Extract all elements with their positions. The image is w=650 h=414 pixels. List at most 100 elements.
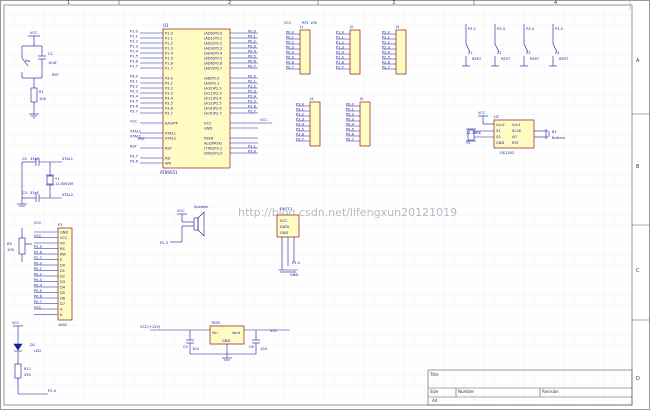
crystal-y-ref: Y1 bbox=[55, 177, 59, 181]
mcu-right-net-label: P0.7 bbox=[248, 65, 256, 69]
mcu-vcc-net: VCC bbox=[260, 118, 268, 122]
zone-row-a: A bbox=[636, 58, 640, 64]
crystal-cap-value-bottom: 33pF bbox=[30, 191, 39, 195]
header-net-label: P2.3 bbox=[382, 46, 390, 50]
reset-circuit bbox=[21, 35, 46, 119]
dht11-ref: DHT11 bbox=[280, 207, 292, 211]
mcu-left-net-label: P3.6 bbox=[130, 160, 139, 164]
lcd-1602: P1 VCC R5 10K 1602 GNDVCCVCCV0RSP2.5RWP2… bbox=[7, 221, 73, 327]
header-vcc-label: VCC bbox=[284, 21, 292, 25]
key-net-label: P3.5 bbox=[555, 27, 563, 31]
mcu-left-net-label: P1.5 bbox=[130, 55, 138, 59]
header-net-label: P0.1 bbox=[286, 36, 294, 40]
key-contact bbox=[523, 43, 529, 53]
led-label: LED bbox=[34, 349, 41, 353]
header-net-label: P0.5 bbox=[346, 128, 354, 132]
lcd-pin-label: A bbox=[60, 307, 63, 311]
rtc-crystal-value: 32.768K bbox=[466, 131, 482, 135]
mcu-right-pin-label: VCC bbox=[204, 121, 212, 125]
led-res-value: 330 bbox=[24, 373, 32, 377]
mcu-left-pin-label: P1.7 bbox=[165, 66, 173, 70]
lcd-pin-label: RS bbox=[60, 247, 65, 251]
mcu-left-pins: P1.0P1.0P1.1P1.1P1.2P1.2P1.3P1.3P1.4P1.4… bbox=[130, 30, 179, 166]
header-net-label: P2.5 bbox=[382, 56, 390, 60]
zone-col-1: 1 bbox=[67, 0, 70, 6]
dht11-pin-vcc: VCC bbox=[280, 219, 288, 223]
rtc-battery-ref: B1 bbox=[552, 130, 557, 134]
mcu-right-pin-label: (AD7)P0.7 bbox=[204, 66, 222, 70]
header-ref: J5 bbox=[359, 97, 363, 101]
zone-row-c: C bbox=[636, 268, 640, 274]
dht11-pin-data: DATA bbox=[280, 225, 290, 229]
reg-part: 7805 bbox=[211, 321, 220, 325]
header-body bbox=[309, 101, 321, 147]
lcd-pin-label: D1 bbox=[60, 269, 65, 273]
mcu-right-pin-label: (TXD)P3.1 bbox=[204, 146, 222, 150]
header-net-label: P3.6 bbox=[296, 133, 305, 137]
led-res-ref: R11 bbox=[24, 367, 31, 371]
mcu-left-pin-label: P3.6 bbox=[165, 106, 174, 110]
mcu-left-net-label: P1.1 bbox=[130, 35, 138, 39]
mcu-left-net-label: P3.7 bbox=[130, 110, 138, 114]
mcu-left-net-label: P3.1 bbox=[130, 80, 138, 84]
reset-cap-ref: C1 bbox=[48, 52, 53, 56]
reg-input-net: VCC(+12V) bbox=[140, 325, 161, 329]
reset-switch-label: Sw bbox=[25, 59, 30, 63]
lcd-vcc-label: VCC bbox=[34, 221, 42, 225]
mcu-right-net-label: P0.5 bbox=[248, 55, 256, 59]
number-label: Number bbox=[458, 389, 474, 394]
header-net-label: P0.3 bbox=[286, 46, 294, 50]
mcu-rst-net: RST bbox=[138, 137, 146, 141]
mcu-left-net-label: P3.4 bbox=[130, 95, 139, 99]
rtc-pin-vcc1: Vcc1 bbox=[512, 123, 521, 127]
mcu-right-net-label: P0.3 bbox=[248, 45, 256, 49]
header-net-label: P1.1 bbox=[336, 36, 344, 40]
mcu-right-pin-label: (A10)P2.2 bbox=[204, 86, 222, 90]
mcu-right-pin-label: (AD3)P0.3 bbox=[204, 46, 222, 50]
lcd-net-label: P0.6 bbox=[34, 295, 43, 299]
reset-net-label: RST bbox=[52, 73, 60, 77]
rtc-part: DS1302 bbox=[500, 151, 514, 155]
key-net-label: P3.4 bbox=[526, 27, 535, 31]
mcu-right-pin-label: (AD2)P0.2 bbox=[204, 41, 222, 45]
mcu-right-net-label: P0.4 bbox=[248, 50, 257, 54]
mcu-left-pin-label: P1.2 bbox=[165, 41, 173, 45]
header-net-label: P1.6 bbox=[336, 61, 345, 65]
header-net-label: P2.1 bbox=[382, 36, 390, 40]
mcu-right-net-label: P0.2 bbox=[248, 40, 256, 44]
header-net-label: P0.6 bbox=[286, 61, 295, 65]
buzzer-label: Speaker bbox=[194, 205, 209, 209]
crystal-y-value: 11.0592M bbox=[55, 182, 73, 186]
mcu-right-net-label: P0.0 bbox=[248, 30, 257, 34]
key-ref-label: S1 bbox=[468, 51, 473, 55]
mcu-right-pin-label: (A13)P2.5 bbox=[204, 101, 222, 105]
revision-label: Revision bbox=[542, 389, 559, 394]
header-net-label: P3.5 bbox=[296, 128, 304, 132]
rtc-pin-x1: X1 bbox=[496, 129, 501, 133]
header-net-label: P3.2 bbox=[296, 113, 304, 117]
header-ref: J2 bbox=[349, 25, 353, 29]
lcd-pin-label: D2 bbox=[60, 274, 65, 278]
mcu-right-pin-label: ALE/PROG bbox=[204, 141, 222, 145]
lcd-name: 1602 bbox=[58, 323, 67, 327]
mcu-right-pin-label: (AD0)P0.0 bbox=[204, 31, 223, 35]
mcu-right-pin-label: (AD1)P0.1 bbox=[204, 36, 222, 40]
key-name-label: REST bbox=[559, 57, 569, 61]
mcu-right-net-label: P0.6 bbox=[248, 60, 257, 64]
mcu-right-net-label: P2.3 bbox=[248, 90, 256, 94]
lcd-pin-label: D4 bbox=[60, 285, 66, 289]
header-net-label: P0.7 bbox=[286, 66, 294, 70]
rtc-ref: U2 bbox=[494, 115, 499, 119]
header-ref: J1 bbox=[299, 25, 303, 29]
mcu-left-net-label: P3.5 bbox=[130, 100, 138, 104]
dht11-sensor: DHT11 VCC DATA GND P2.0 GND bbox=[276, 207, 301, 277]
header-net-label: P2.7 bbox=[382, 66, 390, 70]
dht11-pin-gnd: GND bbox=[280, 231, 288, 235]
